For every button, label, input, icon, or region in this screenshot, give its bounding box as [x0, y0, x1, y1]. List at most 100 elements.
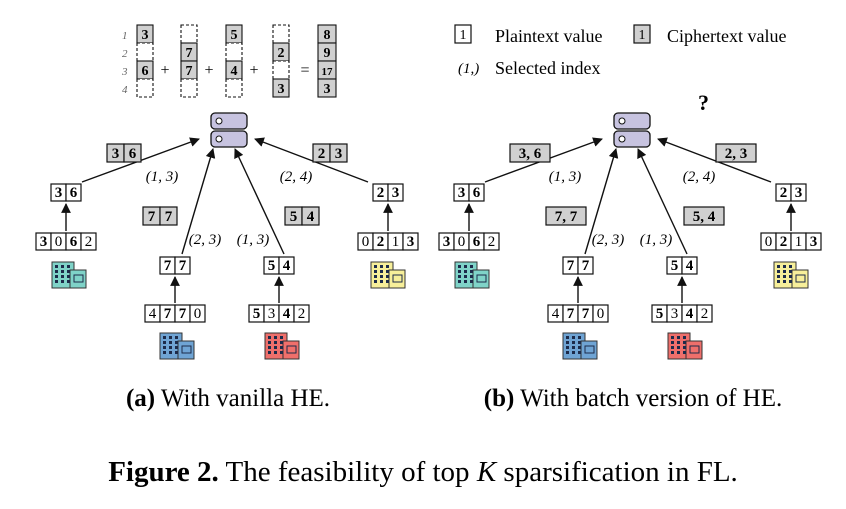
building-window [61, 280, 64, 283]
sum-cell [180, 24, 198, 44]
building-window [380, 275, 383, 278]
building-window [458, 280, 461, 283]
cipher-values-value: 2 [318, 146, 326, 162]
building-window [380, 280, 383, 283]
building-window [777, 270, 780, 273]
building-window [374, 265, 377, 268]
selected-values-value: 3 [392, 185, 400, 201]
client-vector-value: 4 [283, 306, 291, 322]
building-window [169, 336, 172, 339]
client-vector-cell [805, 232, 822, 251]
client-vector-value: 5 [253, 306, 261, 322]
sum-value: 5 [231, 28, 238, 43]
cipher-batch: 5, 4 [683, 206, 725, 226]
building-window [386, 280, 389, 283]
building-window [268, 351, 271, 354]
arrow-upload [181, 148, 216, 255]
selected-values-cell [387, 183, 404, 202]
cipher-values-value: 7 [148, 209, 156, 225]
client-vector-value: 1 [795, 234, 803, 250]
server-led [215, 135, 223, 143]
cipher-batch-text: 5, 4 [693, 209, 716, 225]
client-vector-value: 2 [377, 234, 385, 250]
building-window [280, 351, 283, 354]
building-window [789, 265, 792, 268]
arrow-upload [254, 137, 369, 183]
building-window [464, 265, 467, 268]
cipher-values-value: 7 [165, 209, 173, 225]
client-vector-value: 0 [597, 306, 605, 322]
building-window [268, 346, 271, 349]
cipher-batch-text: 7, 7 [555, 209, 578, 225]
legend-plain-label: Plaintext value [495, 26, 602, 46]
building-window [163, 336, 166, 339]
client-vector-value: 2 [780, 234, 788, 250]
legend-cipher-box [633, 24, 651, 44]
sum-cell [272, 60, 290, 80]
building-window [566, 351, 569, 354]
building-window [386, 265, 389, 268]
building-window [374, 275, 377, 278]
client-vector-value: 0 [765, 234, 773, 250]
building-window [671, 346, 674, 349]
selected-values-value: 5 [671, 258, 679, 274]
client-building-icon [667, 332, 703, 360]
building-wing [791, 269, 809, 289]
building-window [175, 351, 178, 354]
building-wing [580, 340, 598, 360]
building-window [67, 280, 70, 283]
building-wing [69, 269, 87, 289]
sum-value: 2 [278, 46, 285, 61]
building-window [572, 336, 575, 339]
row-number: 1 [122, 30, 128, 42]
building-window [677, 346, 680, 349]
sum-value: 3 [142, 28, 149, 43]
building-wing [177, 340, 195, 360]
client-vector-value: 3 [268, 306, 276, 322]
arrow-upload [584, 148, 619, 255]
building-window [163, 346, 166, 349]
client-vector-cell [189, 304, 206, 323]
client-vector-cell [293, 304, 310, 323]
building-window [380, 270, 383, 273]
server-unit [613, 112, 651, 130]
selected-values-value: 3 [795, 185, 803, 201]
building-window [73, 274, 84, 283]
arrow-upload [657, 137, 772, 183]
building-window [268, 341, 271, 344]
building-window [683, 351, 686, 354]
building-window [61, 270, 64, 273]
cipher-values-cell [159, 206, 178, 226]
building-wing [282, 340, 300, 360]
legend-plain-box [454, 24, 472, 44]
building-window [280, 336, 283, 339]
row-number: 2 [122, 48, 128, 60]
client-vector-value: 3 [40, 234, 48, 250]
legend-index-label: Selected index [495, 58, 600, 78]
building-window [578, 346, 581, 349]
plus-sign: + [204, 62, 213, 79]
building-window [175, 341, 178, 344]
cipher-values-value: 3 [112, 146, 120, 162]
building-window [566, 341, 569, 344]
building-window [163, 351, 166, 354]
arrow-upload [234, 148, 285, 255]
row-number: 4 [122, 84, 128, 96]
building-window [470, 270, 473, 273]
result-cell [317, 78, 337, 98]
selected-values-value: 3 [55, 185, 63, 201]
building-window [67, 275, 70, 278]
cipher-values-value: 4 [307, 209, 315, 225]
result-value: 9 [324, 46, 331, 61]
building-window [470, 275, 473, 278]
